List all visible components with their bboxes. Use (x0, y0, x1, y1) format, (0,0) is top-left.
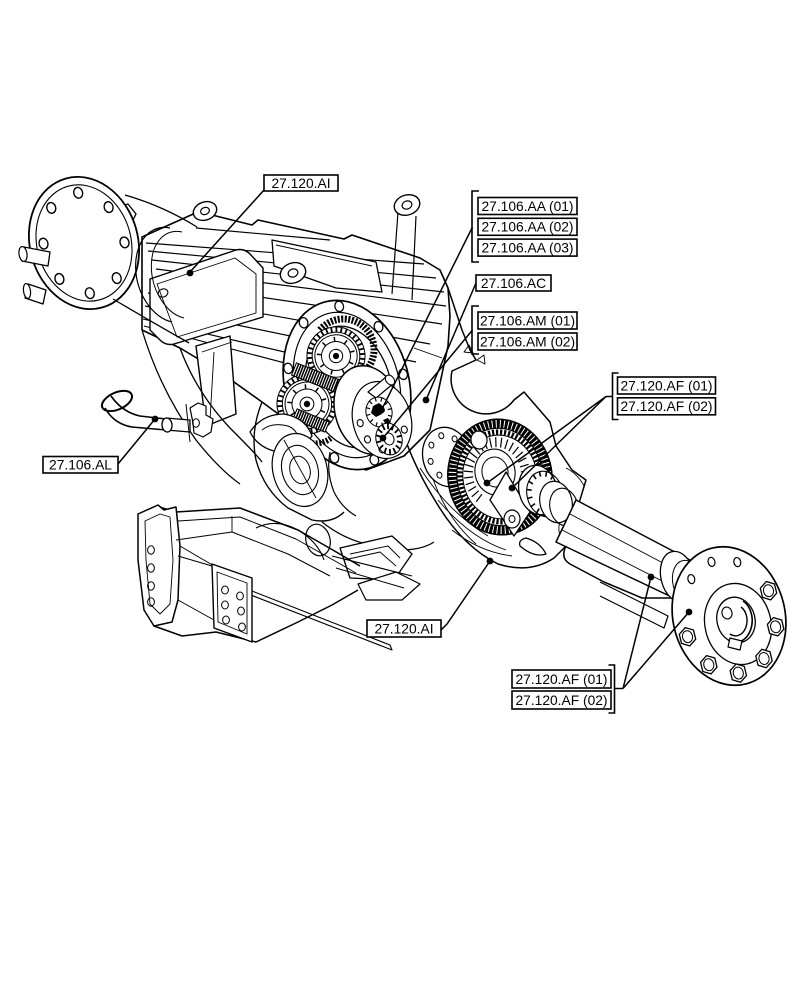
svg-text:27.120.AI: 27.120.AI (271, 176, 330, 191)
svg-text:27.106.AA (02): 27.106.AA (02) (481, 220, 573, 235)
svg-text:27.120.AF (01): 27.120.AF (01) (620, 378, 712, 393)
svg-text:27.106.AA (01): 27.106.AA (01) (481, 199, 573, 214)
svg-text:27.106.AM (02): 27.106.AM (02) (480, 334, 575, 349)
svg-text:27.106.AM (01): 27.106.AM (01) (480, 313, 575, 328)
svg-text:27.106.AC: 27.106.AC (481, 276, 546, 291)
svg-text:27.120.AF (02): 27.120.AF (02) (515, 693, 607, 708)
svg-text:27.106.AL: 27.106.AL (49, 458, 112, 473)
svg-text:27.120.AF (01): 27.120.AF (01) (515, 672, 607, 687)
svg-text:27.120.AI: 27.120.AI (374, 621, 433, 636)
svg-text:27.106.AA (03): 27.106.AA (03) (481, 240, 573, 255)
svg-text:27.120.AF (02): 27.120.AF (02) (620, 399, 712, 414)
